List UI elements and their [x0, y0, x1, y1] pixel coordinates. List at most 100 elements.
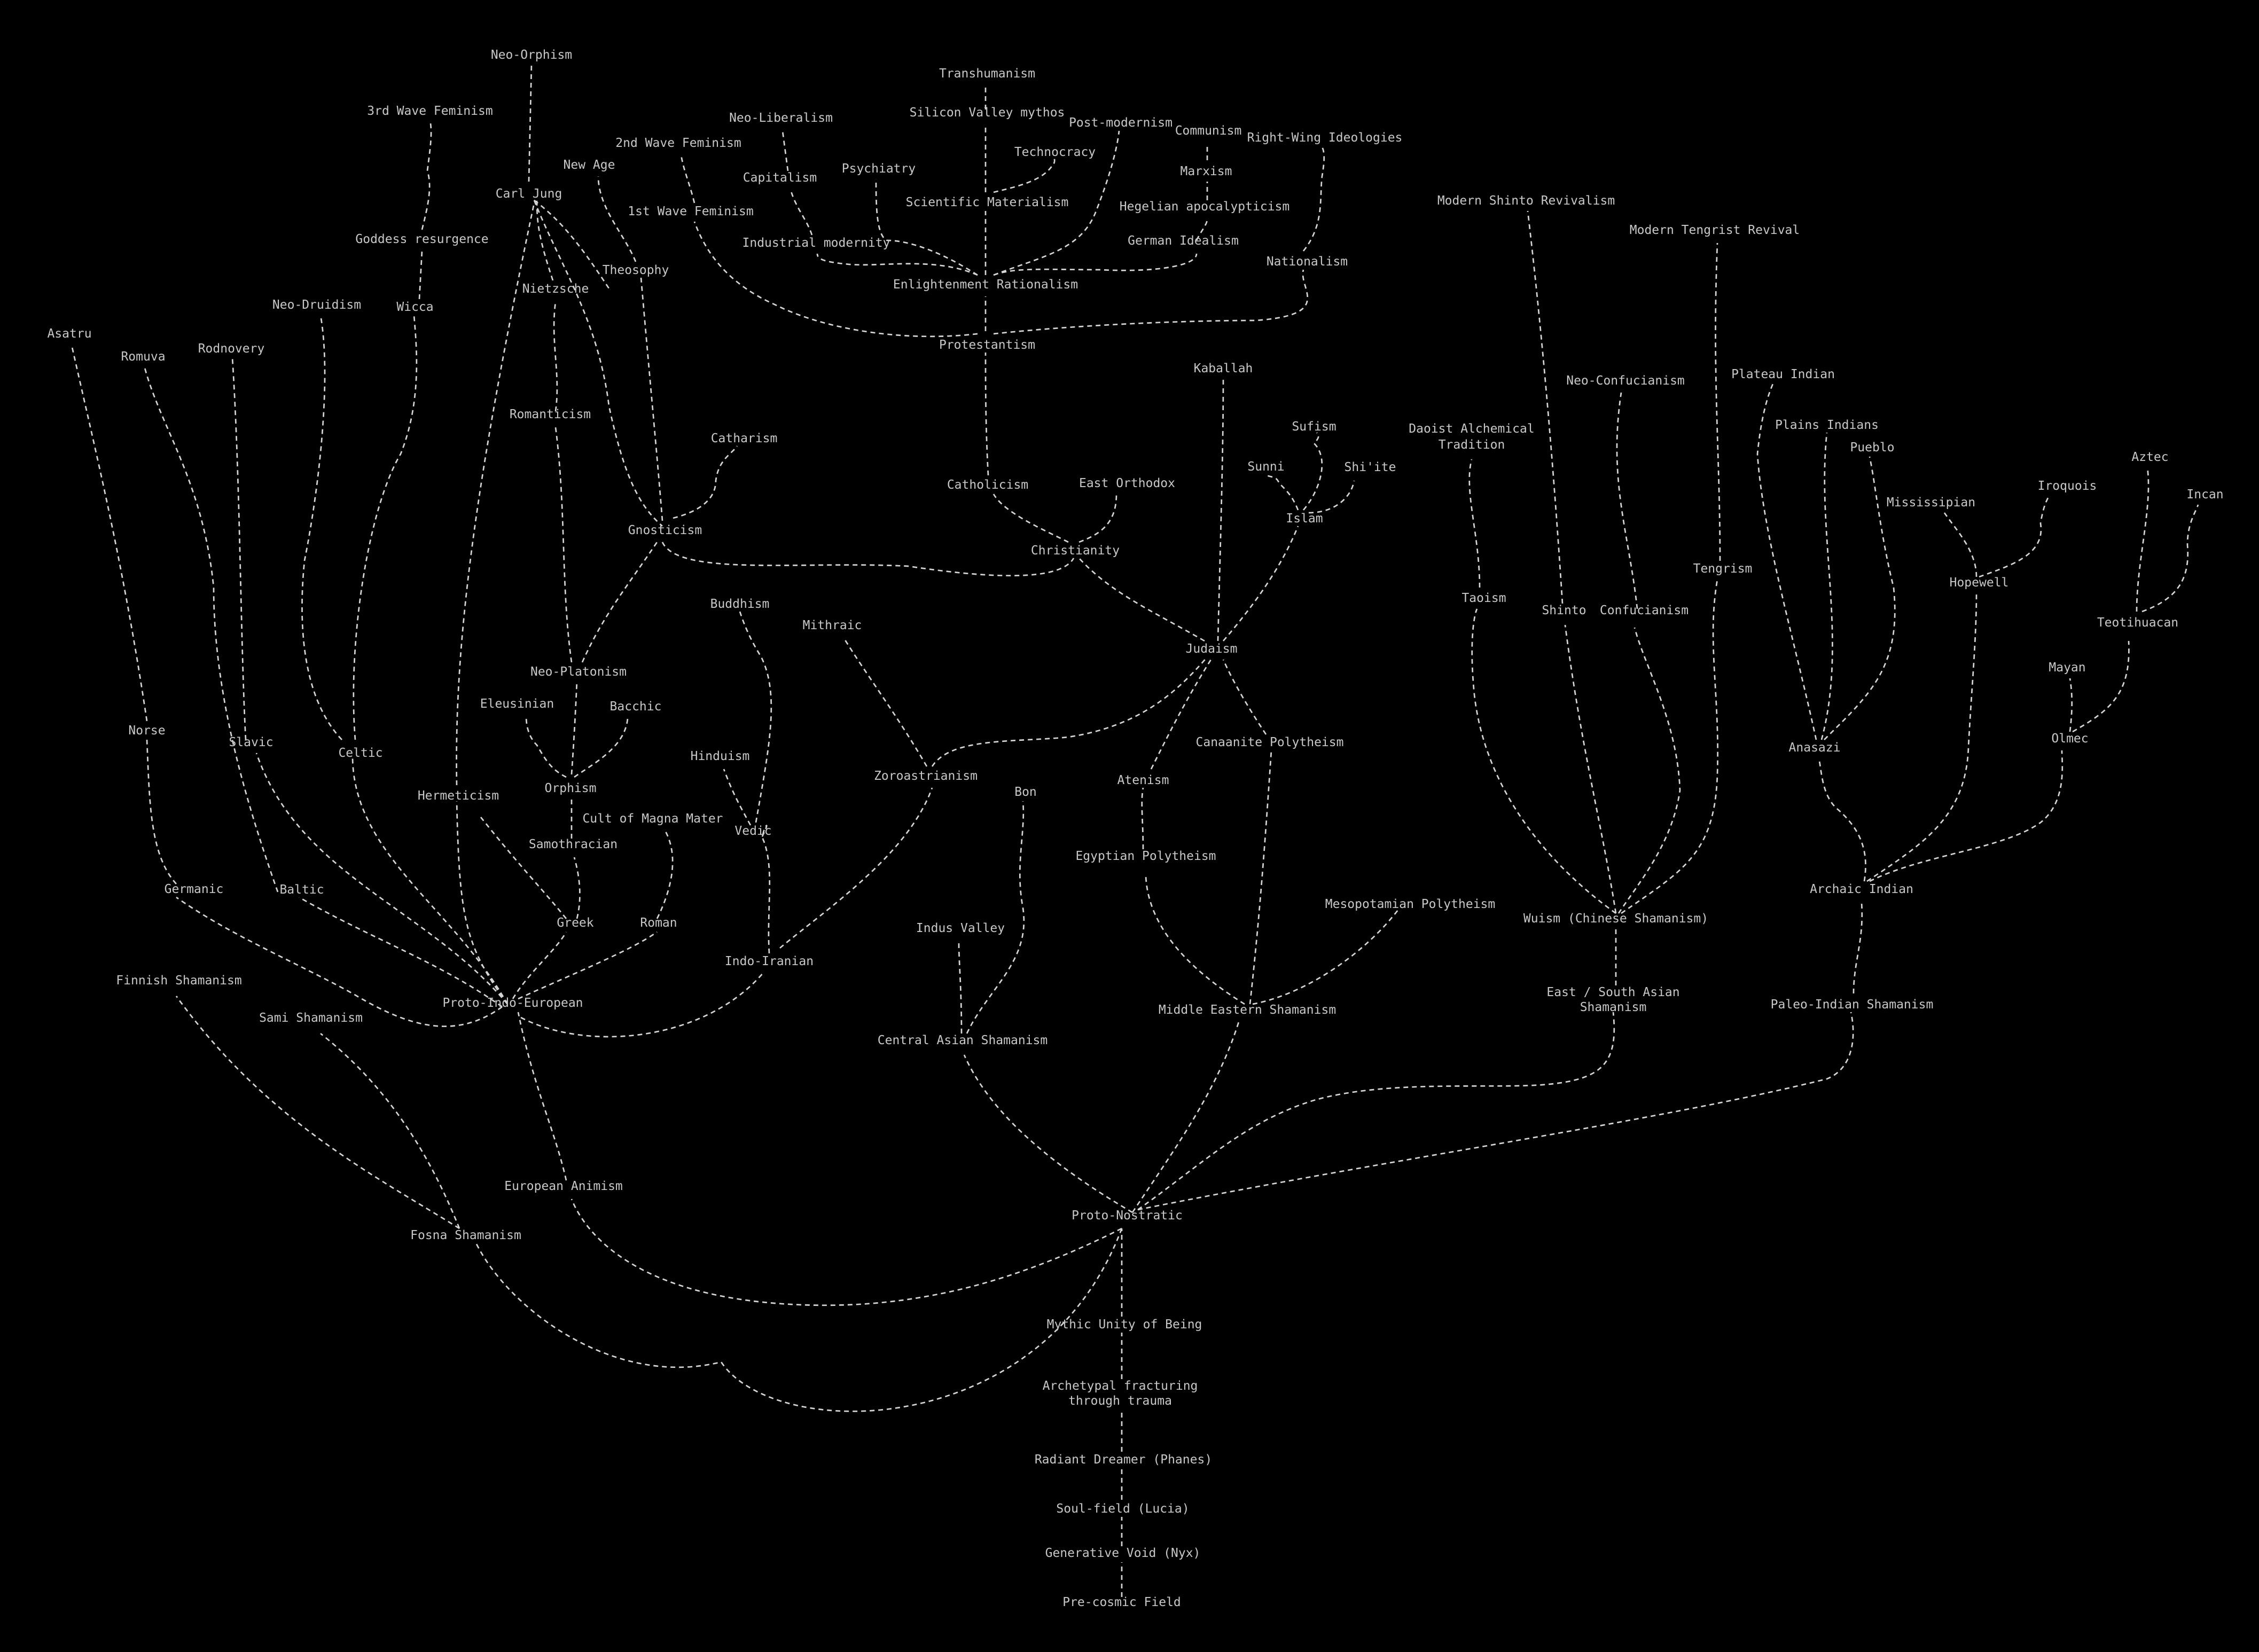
- edge-catholicism-protestantism: [984, 352, 989, 476]
- edge-vedic-hinduism: [723, 769, 752, 826]
- edge-enlightenment-industrial: [816, 253, 978, 276]
- edge-zoroastrianism-mithraic: [843, 638, 928, 767]
- edge-protonostratic-middle-eastern: [1131, 1020, 1240, 1213]
- label-plains-indians: Plains Indians: [1775, 418, 1879, 432]
- label-modern-tengrist-revival: Modern Tengrist Revival: [1630, 223, 1800, 237]
- edge-protonostratic-fosna: [474, 1228, 1123, 1412]
- edge-paleoindian-archaic: [1852, 902, 1863, 994]
- label-archetypal-fracturing-2: through trauma: [1068, 1394, 1172, 1408]
- edge-wuism-shinto: [1564, 624, 1617, 914]
- label-celtic: Celtic: [338, 746, 382, 760]
- edge-celtic-neodruidism: [301, 315, 342, 740]
- label-marxism: Marxism: [1181, 165, 1232, 178]
- label-catholicism: Catholicism: [947, 478, 1028, 492]
- edge-european-animism-pie: [517, 1012, 567, 1181]
- label-shinto: Shinto: [1542, 604, 1586, 617]
- edge-anasazi-plains: [1820, 432, 1833, 740]
- label-pueblo: Pueblo: [1850, 441, 1894, 455]
- label-tengrism: Tengrism: [1693, 562, 1753, 576]
- edge-vedic-buddhism: [739, 611, 772, 823]
- edge-scientific-technocracy: [993, 157, 1056, 193]
- edge-islam-sunni: [1265, 474, 1299, 511]
- label-hermeticism: Hermeticism: [418, 789, 499, 803]
- label-hinduism: Hinduism: [691, 749, 750, 763]
- edge-olmec-mayan: [2069, 678, 2073, 732]
- label-mythic-unity-of-being: Mythic Unity of Being: [1047, 1318, 1202, 1332]
- edge-hopewell-iroquois: [1979, 496, 2050, 578]
- label-sufism: Sufism: [1292, 420, 1336, 434]
- edge-protestantism-1stwave: [693, 221, 978, 338]
- edge-christianity-catholicism: [992, 494, 1069, 543]
- edge-enlightenment-postmodernism: [993, 130, 1120, 276]
- label-daoist-alchemical-1: Daoist Alchemical: [1409, 422, 1534, 436]
- label-egyptian-polytheism: Egyptian Polytheism: [1075, 849, 1216, 863]
- label-plateau-indian: Plateau Indian: [1731, 367, 1835, 381]
- label-romanticism: Romanticism: [510, 408, 591, 421]
- label-neo-druidism: Neo-Druidism: [272, 298, 361, 312]
- edge-neoplatonism-gnosticism: [581, 542, 658, 663]
- edge-jung-gnosticism: [533, 200, 663, 527]
- label-scientific-materialism: Scientific Materialism: [906, 195, 1069, 209]
- edge-greek-samothracian: [573, 857, 581, 919]
- label-catharism: Catharism: [711, 432, 778, 445]
- label-mississipian: Mississipian: [1887, 496, 1975, 510]
- edge-tengrism-moderntengrist: [1715, 242, 1721, 561]
- label-rodnovery: Rodnovery: [198, 342, 265, 356]
- label-buddhism: Buddhism: [710, 597, 770, 611]
- edge-indoiranian-vedic: [760, 825, 771, 954]
- label-taoism: Taoism: [1461, 591, 1506, 605]
- label-post-modernism: Post-modernism: [1069, 116, 1173, 130]
- label-confucianism: Confucianism: [1600, 604, 1689, 617]
- label-neo-liberalism: Neo-Liberalism: [729, 111, 833, 125]
- label-wuism: Wuism (Chinese Shamanism): [1523, 912, 1708, 926]
- label-theosophy: Theosophy: [603, 263, 669, 277]
- label-hegelian-apocalypticism: Hegelian apocalypticism: [1120, 200, 1290, 214]
- label-transhumanism: Transhumanism: [939, 67, 1035, 81]
- edge-greek-hermeticism: [480, 817, 567, 919]
- edge-protonostratic-european-animism: [570, 1199, 1122, 1306]
- edge-egyptian-atenism: [1141, 787, 1144, 850]
- label-vedic: Vedic: [734, 824, 771, 838]
- edge-pie-roman: [518, 931, 658, 1000]
- connector-lines: [71, 64, 2199, 1597]
- edge-capitalism-neoliberalism: [781, 130, 789, 171]
- label-mesopotamian-polytheism: Mesopotamian Polytheism: [1325, 897, 1496, 911]
- edge-middleeastern-mesopotamian: [1252, 907, 1401, 1005]
- label-kaballah: Kaballah: [1194, 362, 1253, 375]
- label-nietzsche: Nietzsche: [522, 282, 589, 296]
- label-goddess-resurgence: Goddess resurgence: [355, 232, 488, 246]
- edge-neoplatonism-romanticism: [554, 427, 573, 663]
- edge-wuism-taoism: [1471, 608, 1616, 914]
- edge-gnosticism-theosophy: [640, 277, 663, 521]
- node-labels: Neo-Orphism 3rd Wave Feminism Goddess re…: [47, 48, 2223, 1609]
- edge-protestantism-nationalism: [993, 269, 1309, 335]
- label-archetypal-fracturing-1: Archetypal fracturing: [1043, 1379, 1198, 1393]
- edge-archaic-hopewell: [1866, 592, 1977, 882]
- edge-baltic-romuva: [143, 365, 279, 892]
- edge-fosna-sami: [320, 1032, 460, 1229]
- edge-confucianism-neoconfucianism: [1616, 392, 1638, 609]
- edge-gnosticism-catharism: [673, 445, 738, 519]
- label-gnosticism: Gnosticism: [628, 523, 702, 537]
- edge-gnosticism-christianity: [661, 542, 1075, 577]
- edge-judaism-islam: [1222, 526, 1299, 641]
- edge-slavic-rodnovery: [231, 357, 247, 740]
- label-neo-platonism: Neo-Platonism: [530, 665, 627, 679]
- edge-archaic-anasazi: [1818, 758, 1866, 882]
- edge-hermeticism-jung: [456, 202, 535, 786]
- edge-teotihuacan-aztec: [2136, 467, 2149, 612]
- label-indo-iranian: Indo-Iranian: [725, 954, 814, 968]
- label-paleo-indian-shamanism: Paleo-Indian Shamanism: [1771, 998, 1934, 1012]
- label-nationalism: Nationalism: [1267, 255, 1348, 269]
- label-anasazi: Anasazi: [1789, 741, 1841, 755]
- edge-enlightenment-germanidealism: [993, 253, 1198, 276]
- label-aztec: Aztec: [2131, 450, 2168, 464]
- edge-celtic-wicca: [353, 315, 418, 740]
- label-christianity: Christianity: [1031, 544, 1120, 558]
- label-atenism: Atenism: [1117, 773, 1169, 787]
- edge-islam-shiite: [1308, 480, 1355, 514]
- edge-wuism-tengrism: [1621, 579, 1719, 914]
- label-incan: Incan: [2186, 488, 2223, 502]
- label-samothracian: Samothracian: [529, 837, 617, 851]
